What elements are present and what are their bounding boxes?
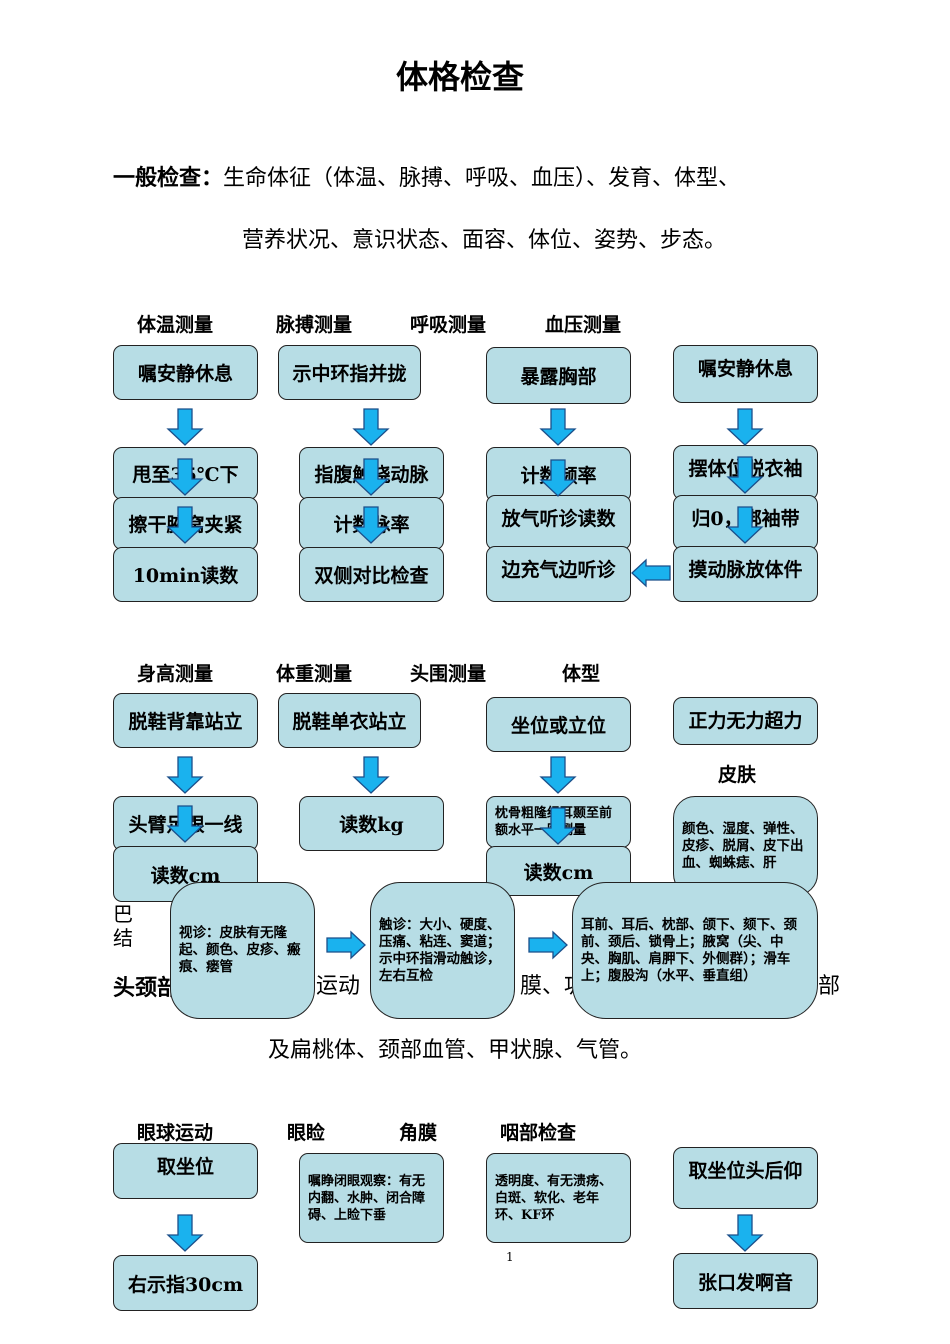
temp-step-4: 10min读数 — [113, 547, 258, 602]
arrow-down-icon — [166, 805, 204, 843]
label-blood-pressure: 血压测量 — [545, 314, 622, 336]
temp-step-1: 嘱安静休息 — [113, 345, 258, 400]
general-exam-text1: 生命体征（体温、脉搏、呼吸、血压）、发育、体型、 — [223, 166, 741, 191]
lymph-palpation-box: 触诊：大小、硬度、压痛、粘连、窦道；示中环指滑动触诊，左右互检 — [370, 882, 515, 1019]
lymph-char-2: 巴 — [113, 902, 133, 926]
arrow-down-icon — [352, 458, 390, 496]
label-skin: 皮肤 — [718, 764, 757, 786]
arrow-right-icon — [326, 930, 366, 960]
arrow-down-icon — [539, 807, 577, 845]
lymph-inspection-box: 视诊：皮肤有无隆起、颜色、皮疹、瘢痕、瘘管 — [170, 882, 315, 1019]
page-title: 体格检查 — [395, 58, 524, 96]
eyelid-box: 嘱睁闭眼观察：有无内翻、水肿、闭合障碍、上睑下垂 — [299, 1153, 444, 1243]
arrow-down-icon — [166, 408, 204, 446]
arrow-down-icon — [726, 456, 764, 494]
arrow-right-icon — [528, 930, 568, 960]
eye-step-2: 右示指30cm — [113, 1255, 258, 1311]
arrow-down-icon — [539, 408, 577, 446]
headneck-line2: 及扁桃体、颈部血管、甲状腺、气管。 — [268, 1038, 643, 1063]
general-exam-heading: 一般检查： — [113, 166, 224, 191]
arrow-down-icon — [726, 506, 764, 544]
arrow-left-icon — [631, 558, 671, 588]
pulse-step-1: 示中环指并拢 — [278, 345, 421, 400]
pulse-step-4: 双侧对比检查 — [299, 547, 444, 602]
height-step-1: 脱鞋背靠站立 — [113, 693, 258, 748]
arrow-down-icon — [539, 459, 577, 497]
label-temperature: 体温测量 — [137, 314, 214, 336]
pharynx-step-2: 张口发啊音 — [673, 1253, 818, 1309]
general-exam-line1: 一般检查：生命体征（体温、脉搏、呼吸、血压）、发育、体型、 — [113, 160, 740, 192]
general-exam-line2: 营养状况、意识状态、面容、体位、姿势、步态。 — [242, 228, 727, 253]
arrow-down-icon — [166, 1214, 204, 1252]
weight-step-1: 脱鞋单衣站立 — [278, 693, 421, 748]
label-body-type: 体型 — [562, 663, 601, 685]
lymph-side-label: 巴 结 — [113, 902, 137, 962]
arrow-down-icon — [352, 408, 390, 446]
label-respiration: 呼吸测量 — [410, 314, 487, 336]
bp-step-6: 放气听诊读数 — [486, 495, 631, 550]
label-eyelid: 眼睑 — [287, 1122, 326, 1144]
label-cornea: 角膜 — [399, 1122, 438, 1144]
arrow-down-icon — [726, 408, 764, 446]
label-pulse: 脉搏测量 — [276, 314, 353, 336]
body-type-box: 正力无力超力 — [673, 697, 818, 745]
lymph-sites-box: 耳前、耳后、枕部、颌下、颏下、颈前、颈后、锁骨上；腋窝（尖、中央、胸肌、肩胛下、… — [572, 882, 818, 1019]
arrow-down-icon — [166, 756, 204, 794]
skin-box: 颜色、湿度、弹性、皮疹、脱屑、皮下出血、蜘蛛痣、肝 — [673, 796, 818, 896]
arrow-down-icon — [166, 506, 204, 544]
label-weight: 体重测量 — [276, 663, 353, 685]
label-pharynx: 咽部检查 — [500, 1122, 577, 1144]
head-step-1: 坐位或立位 — [486, 697, 631, 752]
headneck-heading: 头颈部 — [113, 976, 180, 1001]
arrow-down-icon — [352, 506, 390, 544]
lymph-char-3: 结 — [113, 926, 133, 950]
arrow-down-icon — [166, 458, 204, 496]
label-head-circumference: 头围测量 — [410, 663, 487, 685]
eye-step-1: 取坐位 — [113, 1143, 258, 1199]
label-height: 身高测量 — [137, 663, 214, 685]
headneck-behind-1: 运动 — [316, 974, 361, 999]
resp-step-1: 暴露胸部 — [486, 347, 631, 404]
pharynx-step-1: 取坐位头后仰 — [673, 1147, 818, 1209]
label-eye-movement: 眼球运动 — [137, 1122, 214, 1144]
resp-step-2: 计数频率 — [486, 447, 631, 502]
headneck-behind-3: 部 — [818, 974, 841, 999]
page-number: 1 — [506, 1250, 514, 1264]
arrow-down-icon — [726, 1214, 764, 1252]
arrow-down-icon — [352, 756, 390, 794]
bp-step-4: 摸动脉放体件 — [673, 546, 818, 602]
bp-step-1: 嘱安静休息 — [673, 345, 818, 403]
weight-step-2: 读数kg — [299, 796, 444, 851]
cornea-box: 透明度、有无溃疡、白斑、软化、老年环、KF环 — [486, 1153, 631, 1243]
arrow-down-icon — [539, 756, 577, 794]
bp-step-5: 边充气边听诊 — [486, 546, 631, 602]
